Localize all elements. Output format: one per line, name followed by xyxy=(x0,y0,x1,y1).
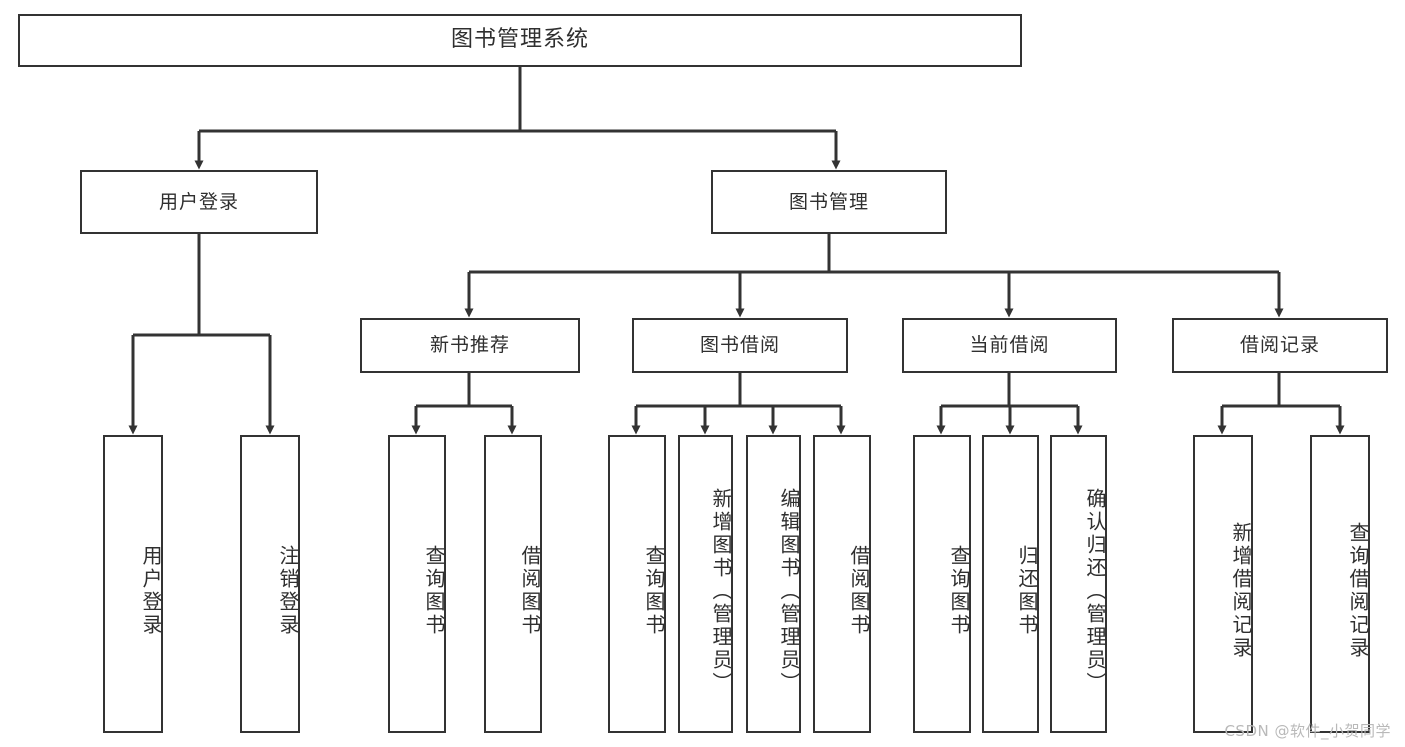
node-label: 查询图书 xyxy=(947,545,971,637)
node-label: 图书管理系统 xyxy=(450,27,589,53)
node-book-borrow[interactable]: 图书借阅 xyxy=(632,318,848,373)
leaf-query-book-recommend[interactable]: 查询图书 xyxy=(388,435,446,733)
node-label: 归还图书 xyxy=(1015,545,1039,637)
leaf-query-book-current[interactable]: 查询图书 xyxy=(913,435,971,733)
leaf-user-login[interactable]: 用户登录 xyxy=(103,435,163,733)
leaf-borrow-book[interactable]: 借阅图书 xyxy=(813,435,871,733)
leaf-confirm-return-admin[interactable]: 确认归还（管理员） xyxy=(1050,435,1107,733)
leaf-add-borrow-record[interactable]: 新增借阅记录 xyxy=(1193,435,1253,733)
node-label: 编辑图书（管理员） xyxy=(777,487,801,695)
leaf-query-borrow-record[interactable]: 查询借阅记录 xyxy=(1310,435,1370,733)
node-label: 查询图书 xyxy=(642,545,666,637)
node-label: 查询图书 xyxy=(422,545,446,637)
node-label: 确认归还（管理员） xyxy=(1083,487,1107,695)
node-label: 查询借阅记录 xyxy=(1346,522,1370,660)
node-label: 当前借阅 xyxy=(969,334,1050,357)
node-label: 新书推荐 xyxy=(429,334,510,357)
node-label: 用户登录 xyxy=(139,545,163,637)
leaf-edit-book-admin[interactable]: 编辑图书（管理员） xyxy=(746,435,801,733)
node-label: 借阅图书 xyxy=(847,545,871,637)
watermark: CSDN @软件_小贺同学 xyxy=(1224,722,1391,740)
node-label: 新增借阅记录 xyxy=(1229,522,1253,660)
node-label: 新增图书（管理员） xyxy=(709,487,733,695)
leaf-borrow-book-recommend[interactable]: 借阅图书 xyxy=(484,435,542,733)
node-label: 用户登录 xyxy=(158,190,239,213)
node-label: 注销登录 xyxy=(276,545,300,637)
node-root-system[interactable]: 图书管理系统 xyxy=(18,14,1022,67)
node-label: 借阅图书 xyxy=(518,545,542,637)
node-label: 图书管理 xyxy=(788,190,869,213)
node-book-management[interactable]: 图书管理 xyxy=(711,170,947,234)
leaf-return-book[interactable]: 归还图书 xyxy=(982,435,1039,733)
leaf-add-book-admin[interactable]: 新增图书（管理员） xyxy=(678,435,733,733)
node-new-book-recommend[interactable]: 新书推荐 xyxy=(360,318,580,373)
node-borrow-record[interactable]: 借阅记录 xyxy=(1172,318,1388,373)
node-current-borrow[interactable]: 当前借阅 xyxy=(902,318,1117,373)
leaf-logout[interactable]: 注销登录 xyxy=(240,435,300,733)
node-label: 图书借阅 xyxy=(699,334,780,357)
node-label: 借阅记录 xyxy=(1239,334,1320,357)
leaf-query-book-borrow[interactable]: 查询图书 xyxy=(608,435,666,733)
node-user-login[interactable]: 用户登录 xyxy=(80,170,318,234)
